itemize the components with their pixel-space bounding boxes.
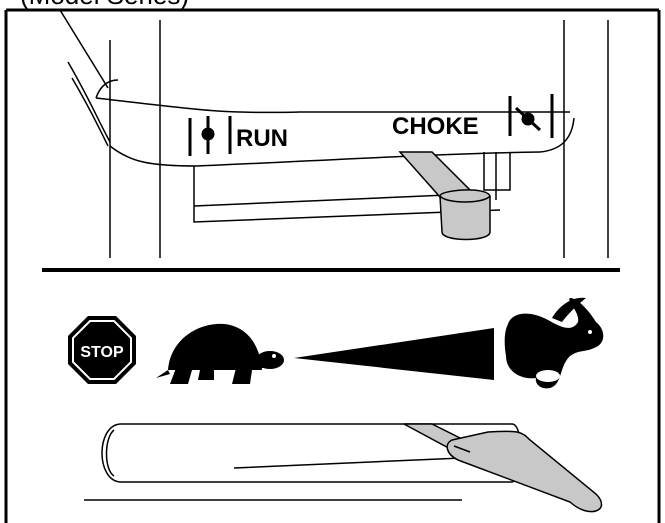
- speed-wedge: [294, 328, 494, 380]
- rabbit-icon: [504, 297, 604, 389]
- choke-icon: [508, 94, 554, 138]
- choke-panel: [59, 9, 609, 258]
- stop-sign-icon: STOP: [68, 316, 136, 384]
- header-partial-text: (Model Series): [20, 0, 189, 10]
- run-label: RUN: [236, 125, 288, 152]
- turtle-icon: [156, 323, 284, 384]
- stop-sign-text: STOP: [80, 344, 124, 361]
- run-icon: [188, 116, 232, 156]
- throttle-lever: [403, 423, 603, 513]
- choke-lever: [398, 151, 491, 241]
- diagram-frame: [4, 8, 661, 523]
- choke-label: CHOKE: [392, 113, 479, 140]
